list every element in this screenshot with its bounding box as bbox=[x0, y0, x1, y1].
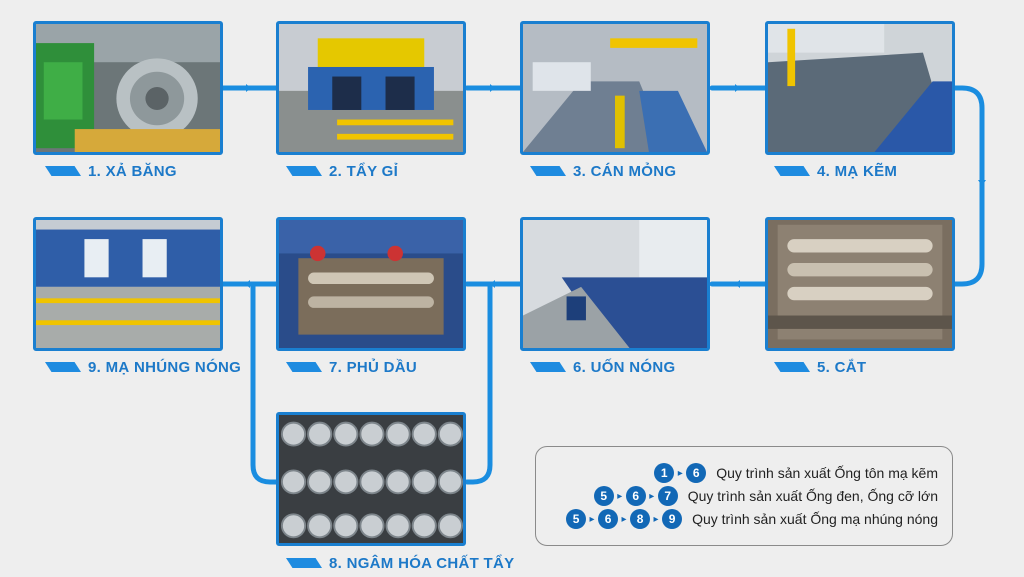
step-sequence: 1▸ 6 bbox=[654, 463, 707, 483]
arrow-dot-icon: ▸ bbox=[653, 513, 659, 525]
legend-text: Quy trình sản xuất Ống đen, Ống cỡ lớn bbox=[687, 488, 938, 504]
step-2-photo bbox=[276, 21, 466, 155]
step-8-text: 8. NGÂM HÓA CHẤT TẨY bbox=[329, 554, 515, 572]
step-1-photo bbox=[33, 21, 223, 155]
process-legend: 1▸ 6 Quy trình sản xuất Ống tôn mạ kẽm 5… bbox=[535, 446, 953, 546]
step-5-label: 5. CẮT bbox=[774, 358, 866, 376]
step-sequence: 5▸ 6▸ 7 bbox=[593, 486, 678, 506]
step-4-text: 4. MẠ KẼM bbox=[817, 162, 898, 180]
step-1-text: 1. XẢ BĂNG bbox=[88, 162, 177, 180]
step-7-label: 7. PHỦ DẦU bbox=[286, 358, 417, 376]
label-marker bbox=[774, 166, 810, 176]
legend-row: 5▸ 6▸ 7 Quy trình sản xuất Ống đen, Ống … bbox=[593, 486, 938, 506]
step-5-photo bbox=[765, 217, 955, 351]
step-number-badge: 1 bbox=[654, 463, 675, 483]
label-marker bbox=[530, 166, 566, 176]
arrow-dot-icon: ▸ bbox=[617, 490, 623, 502]
step-9-label: 9. MẠ NHÚNG NÓNG bbox=[45, 358, 241, 376]
step-6-label: 6. UỐN NÓNG bbox=[530, 358, 675, 376]
label-marker bbox=[286, 362, 322, 372]
step-number-badge: 5 bbox=[566, 509, 587, 529]
legend-row: 1▸ 6 Quy trình sản xuất Ống tôn mạ kẽm bbox=[654, 463, 938, 483]
label-marker bbox=[45, 166, 81, 176]
step-9-text: 9. MẠ NHÚNG NÓNG bbox=[88, 358, 242, 376]
step-number-badge: 5 bbox=[593, 486, 614, 506]
label-marker bbox=[774, 362, 810, 372]
step-2-label: 2. TẨY GỈ bbox=[286, 162, 398, 180]
arrow-dot-icon: ▸ bbox=[677, 467, 683, 479]
step-6-photo bbox=[520, 217, 710, 351]
step-2-text: 2. TẨY GỈ bbox=[329, 162, 399, 180]
step-1-label: 1. XẢ BĂNG bbox=[45, 162, 177, 180]
step-number-badge: 6 bbox=[625, 486, 646, 506]
legend-row: 5▸ 6▸ 8▸ 9 Quy trình sản xuất Ống mạ nhú… bbox=[566, 509, 938, 529]
step-7-photo bbox=[276, 217, 466, 351]
legend-text: Quy trình sản xuất Ống tôn mạ kẽm bbox=[716, 465, 938, 481]
step-3-text: 3. CÁN MỎNG bbox=[573, 162, 677, 180]
arrow-dot-icon: ▸ bbox=[649, 490, 655, 502]
step-4-label: 4. MẠ KẼM bbox=[774, 162, 897, 180]
step-3-label: 3. CÁN MỎNG bbox=[530, 162, 676, 180]
step-5-text: 5. CẮT bbox=[817, 358, 867, 376]
step-number-badge: 9 bbox=[662, 509, 683, 529]
label-marker bbox=[45, 362, 81, 372]
step-3-photo bbox=[520, 21, 710, 155]
step-number-badge: 8 bbox=[630, 509, 651, 529]
step-7-text: 7. PHỦ DẦU bbox=[329, 358, 418, 376]
step-4-photo bbox=[765, 21, 955, 155]
label-marker bbox=[286, 166, 322, 176]
step-8-photo bbox=[276, 412, 466, 546]
step-sequence: 5▸ 6▸ 8▸ 9 bbox=[566, 509, 683, 529]
arrow-dot-icon: ▸ bbox=[589, 513, 595, 525]
step-9-photo bbox=[33, 217, 223, 351]
step-8-label: 8. NGÂM HÓA CHẤT TẨY bbox=[286, 554, 514, 572]
legend-text: Quy trình sản xuất Ống mạ nhúng nóng bbox=[692, 511, 938, 527]
arrow-dot-icon: ▸ bbox=[621, 513, 627, 525]
step-number-badge: 6 bbox=[598, 509, 619, 529]
step-number-badge: 6 bbox=[686, 463, 707, 483]
label-marker bbox=[286, 558, 322, 568]
step-6-text: 6. UỐN NÓNG bbox=[573, 358, 676, 376]
label-marker bbox=[530, 362, 566, 372]
step-number-badge: 7 bbox=[657, 486, 678, 506]
